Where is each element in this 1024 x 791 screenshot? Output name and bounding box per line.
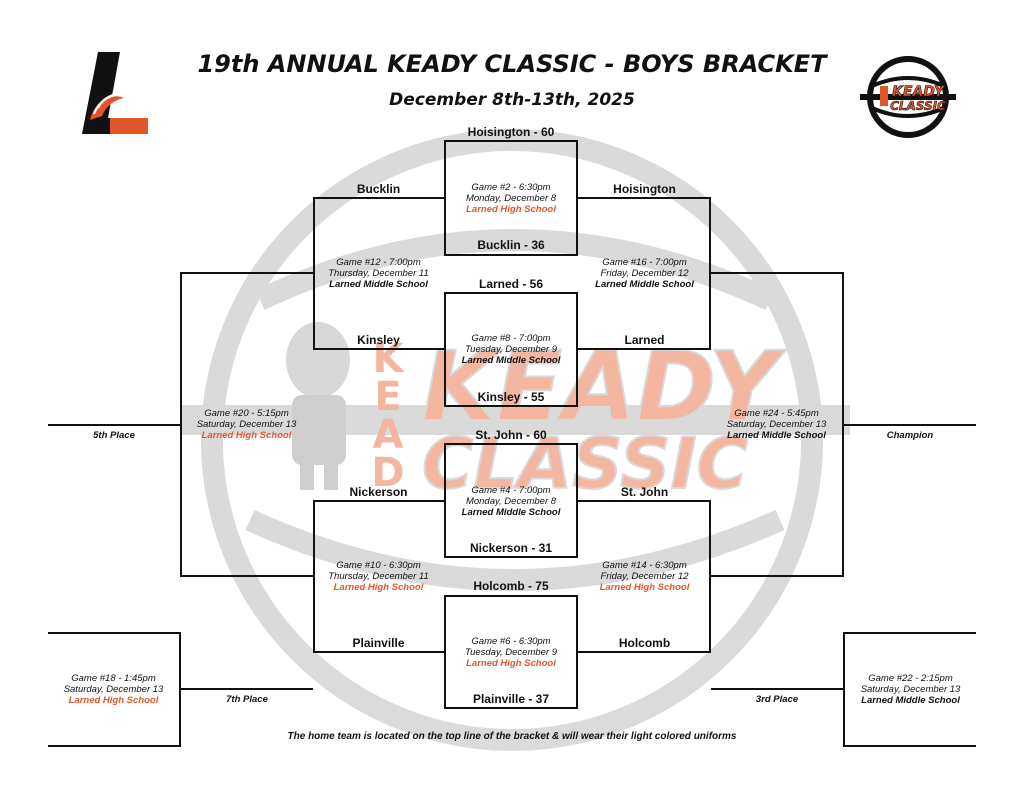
footer-note: The home team is located on the top line… — [287, 731, 737, 742]
winner-mid-top-team: Larned — [624, 333, 665, 347]
svg-text:KEADY: KEADY — [892, 84, 946, 100]
svg-text:CLASSIC: CLASSIC — [890, 99, 946, 113]
game2-bottom-team: Bucklin - 36 — [477, 238, 545, 252]
game4-bottom-team: Nickerson - 31 — [469, 541, 553, 555]
seventh-place-label: 7th Place — [226, 694, 268, 705]
game6-bottom-team: Plainville - 37 — [472, 692, 550, 706]
game8-top-team: Larned - 56 — [478, 277, 544, 291]
game6-top-team: Holcomb - 75 — [473, 579, 549, 593]
page-title: 19th ANNUAL KEADY CLASSIC - BOYS BRACKET — [197, 50, 827, 78]
winner-bottom-team: Holcomb — [618, 636, 671, 650]
consolation-mid-bottom-team: Nickerson — [349, 485, 408, 499]
svg-text:A: A — [373, 412, 404, 458]
keady-classic-logo: KEADY CLASSIC — [860, 56, 956, 138]
winner-top-team: Hoisington — [613, 182, 676, 196]
game2-top-team: Hoisington - 60 — [467, 125, 555, 139]
game4-top-team: St. John - 60 — [475, 428, 547, 442]
fifth-place-label: 5th Place — [93, 430, 135, 441]
game8-bottom-team: Kinsley - 55 — [477, 390, 545, 404]
svg-text:E: E — [374, 374, 401, 420]
page-subtitle: December 8th-13th, 2025 — [389, 90, 635, 110]
champion-label: Champion — [886, 430, 934, 441]
consolation-top-team: Bucklin — [356, 182, 401, 196]
third-place-label: 3rd Place — [755, 694, 799, 705]
consolation-bottom-team: Plainville — [352, 636, 405, 650]
consolation-mid-top-team: Kinsley — [357, 333, 400, 347]
larned-l-logo — [82, 52, 148, 134]
winner-mid-bottom-team: St. John — [620, 485, 669, 499]
